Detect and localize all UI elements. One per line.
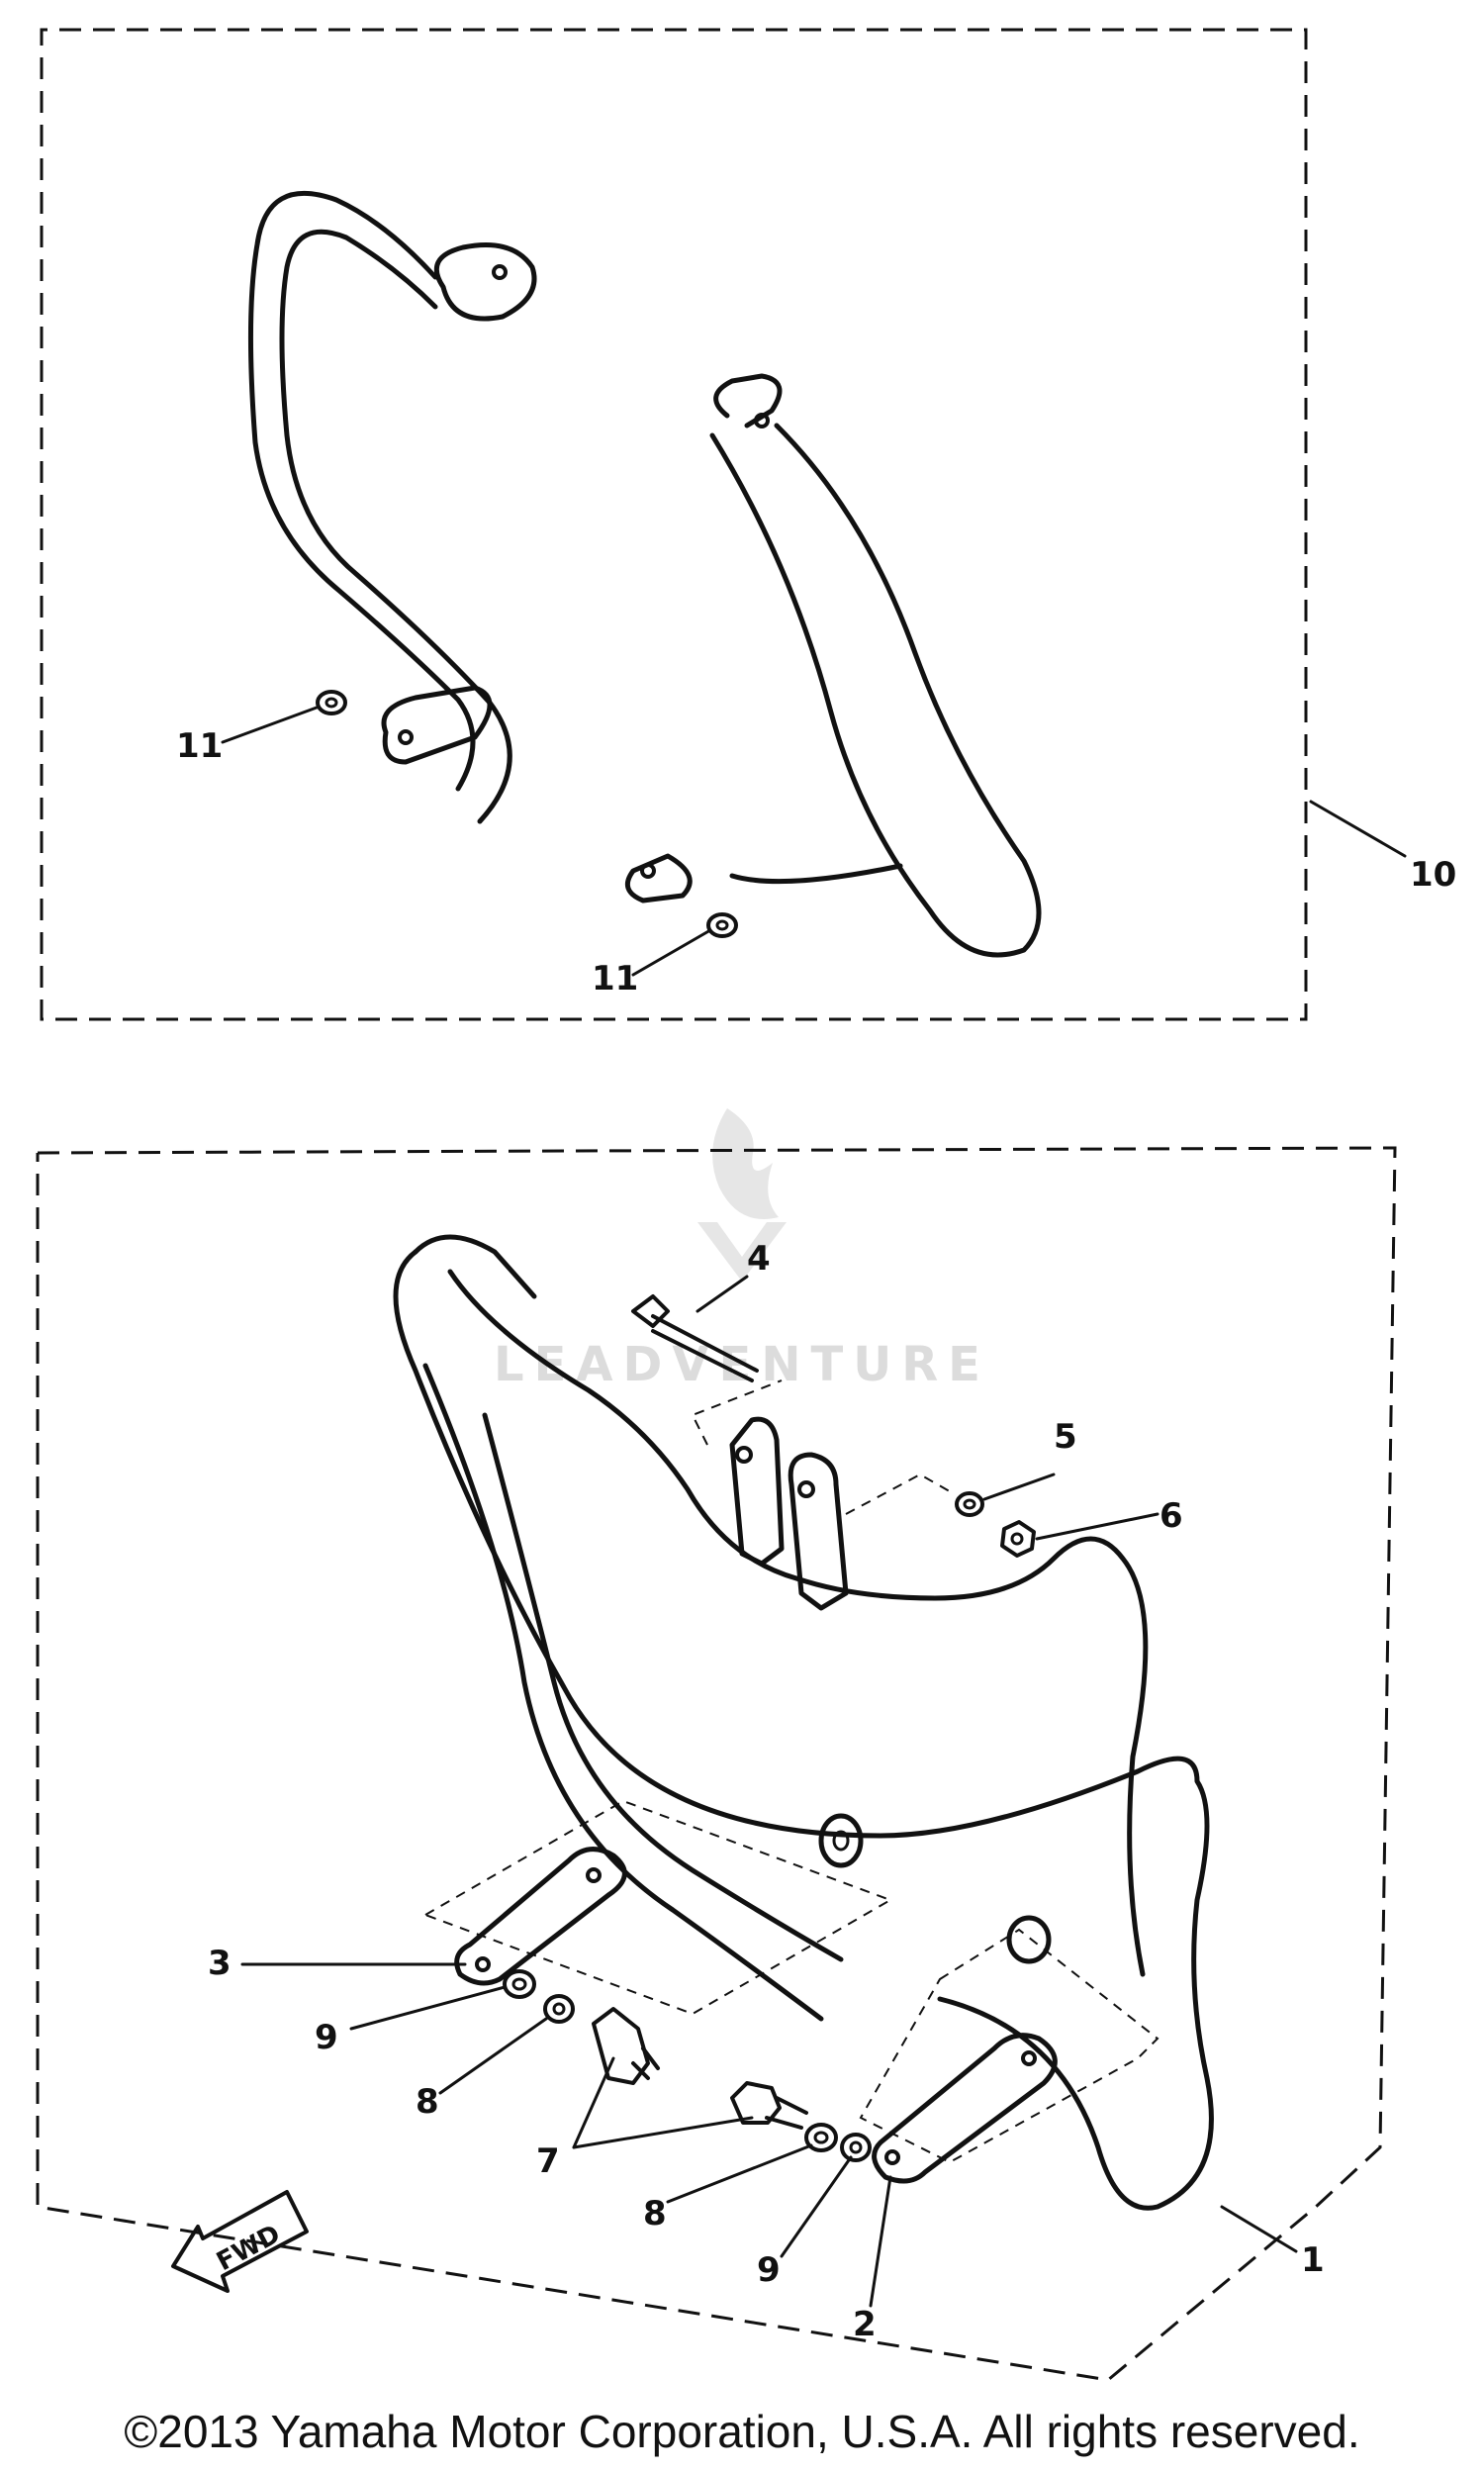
callout-3: 3: [208, 1944, 232, 1983]
washer-9b: [840, 2133, 872, 2162]
callout-11a: 11: [176, 726, 223, 766]
washer-11b: [706, 912, 738, 938]
bolt-4: [631, 1294, 759, 1382]
washer-11a: [316, 690, 347, 715]
washer-9a: [503, 1969, 536, 1999]
lower-kit-boundary: [36, 1146, 1397, 2382]
callout-9b: 9: [757, 2250, 781, 2290]
copyright-notice: ©2013 Yamaha Motor Corporation, U.S.A. A…: [124, 2406, 1360, 2457]
engine-guard: [393, 1234, 1214, 2211]
fwd-arrow-icon: FWD: [171, 2190, 309, 2293]
washer-5: [955, 1491, 984, 1517]
upper-kit-boundary: [40, 28, 1308, 1021]
callout-1: 1: [1301, 2240, 1325, 2280]
callout-8a: 8: [416, 2082, 439, 2122]
bolt-7b: [730, 2081, 808, 2130]
callout-4: 4: [747, 1239, 771, 1279]
callout-6: 6: [1159, 1496, 1183, 1536]
callout-8b: 8: [643, 2194, 667, 2234]
watermark: LEADVENTURE: [494, 1108, 980, 1392]
upper-right-guard: [624, 373, 1042, 958]
upper-left-guard: [247, 190, 537, 824]
callout-7: 7: [536, 2141, 560, 2181]
washer-8b: [804, 2123, 838, 2152]
callout-5: 5: [1054, 1417, 1077, 1457]
washer-8a: [543, 1994, 575, 2024]
callout-11b: 11: [592, 959, 638, 998]
callout-10: 10: [1410, 855, 1456, 895]
bolt-7a: [592, 2007, 660, 2085]
bracket-2: [872, 2033, 1058, 2184]
bracket-3: [454, 1847, 627, 1986]
nut-6: [1000, 1520, 1036, 1558]
callout-9a: 9: [315, 2018, 338, 2057]
callout-2: 2: [853, 2305, 877, 2344]
